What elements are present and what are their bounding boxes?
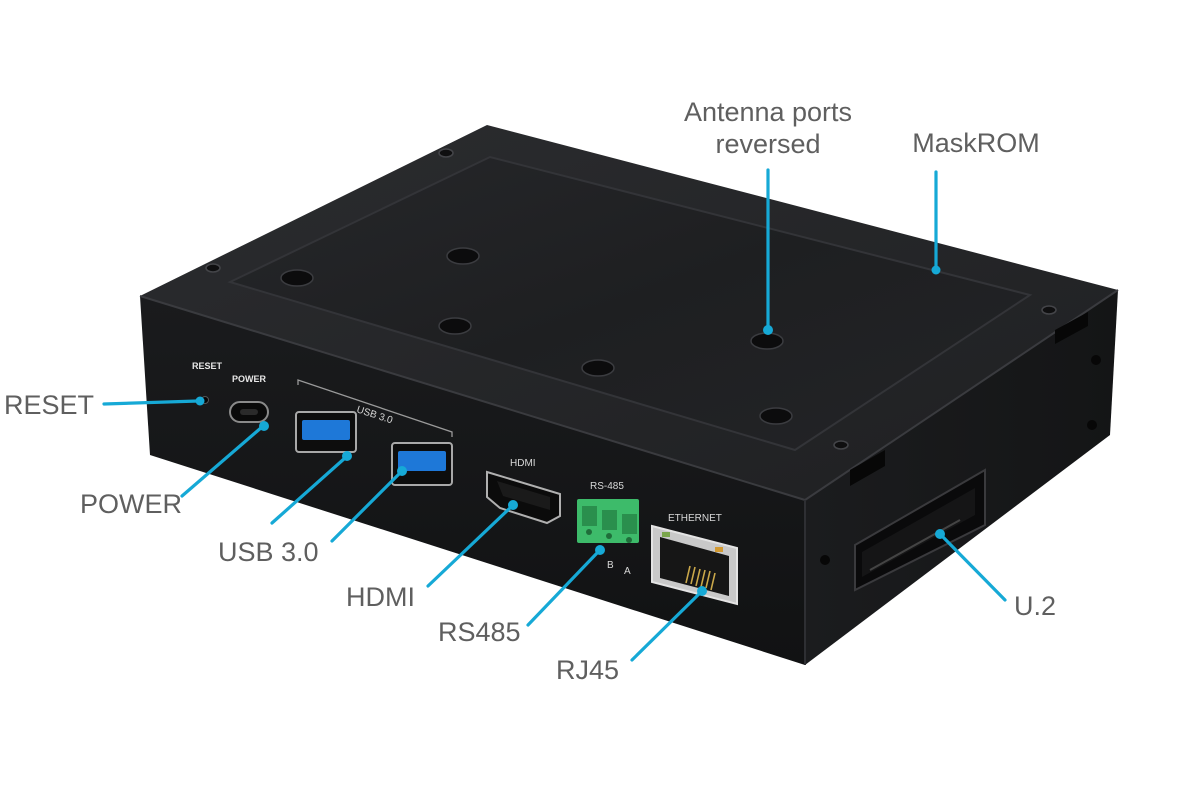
front-ports: RESET POWER USB 3.0 HDMI RS-485 bbox=[192, 361, 738, 606]
hdmi-port[interactable] bbox=[486, 470, 561, 525]
reset-anchor-dot bbox=[195, 396, 205, 406]
silk-rs485-a: A bbox=[624, 566, 631, 577]
device-enclosure bbox=[139, 125, 1119, 665]
silk-rs485-b: B bbox=[607, 560, 614, 571]
silk-hdmi: HDMI bbox=[510, 458, 536, 469]
maskrom-anchor-dot bbox=[931, 265, 941, 275]
u2-anchor-dot bbox=[935, 529, 945, 539]
usb-c-power-port[interactable] bbox=[229, 401, 269, 423]
usb-a-port-1[interactable] bbox=[295, 411, 357, 453]
usb1-anchor-dot bbox=[342, 451, 352, 461]
callout-leaders bbox=[102, 168, 1007, 662]
label-rj45: RJ45 bbox=[556, 655, 619, 685]
usb2-anchor-dot bbox=[397, 466, 407, 476]
label-antenna-line1: Antenna ports bbox=[684, 97, 852, 127]
rs485-anchor-dot bbox=[595, 545, 605, 555]
ethernet-port[interactable] bbox=[651, 524, 738, 606]
antenna-anchor-dot bbox=[763, 325, 773, 335]
rj45-anchor-dot bbox=[697, 586, 707, 596]
label-power: POWER bbox=[80, 489, 182, 519]
label-antenna-line2: reversed bbox=[715, 129, 820, 159]
silk-reset: RESET bbox=[192, 361, 223, 371]
silk-rs485: RS-485 bbox=[590, 481, 624, 492]
rs485-terminal-block[interactable] bbox=[577, 499, 639, 543]
silk-ethernet: ETHERNET bbox=[668, 513, 722, 524]
u2-slot bbox=[854, 468, 986, 592]
label-reset: RESET bbox=[4, 390, 94, 420]
label-u2: U.2 bbox=[1014, 591, 1056, 621]
callout-labels: Antenna ports reversed MaskROM RESET POW… bbox=[4, 97, 1056, 685]
label-maskrom: MaskROM bbox=[912, 128, 1040, 158]
corner-screws bbox=[205, 148, 1057, 450]
side-vents bbox=[820, 312, 1101, 565]
usb-bracket bbox=[297, 379, 453, 437]
top-plate-holes bbox=[280, 247, 793, 425]
silk-power: POWER bbox=[232, 374, 267, 384]
top-plate bbox=[227, 155, 1033, 452]
label-hdmi: HDMI bbox=[346, 582, 415, 612]
front-panel bbox=[140, 296, 805, 665]
label-usb: USB 3.0 bbox=[218, 537, 319, 567]
hdmi-anchor-dot bbox=[508, 500, 518, 510]
power-anchor-dot bbox=[259, 421, 269, 431]
usb-a-port-2[interactable] bbox=[391, 442, 453, 486]
label-rs485: RS485 bbox=[438, 617, 521, 647]
